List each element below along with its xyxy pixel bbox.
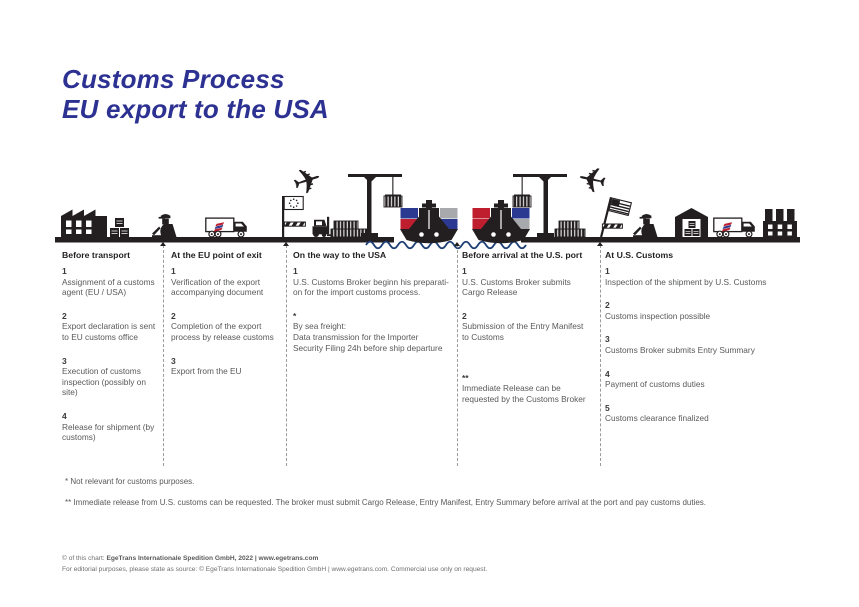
- step-number: 5: [605, 402, 610, 413]
- warehouse-icon: [675, 208, 708, 237]
- title-line1: Customs Process: [62, 64, 285, 94]
- step-text: Assignment of a customs agent (EU / USA): [62, 276, 155, 298]
- column-eu-point-of-exit: At the EU point of exit 1 Verification o…: [171, 250, 283, 390]
- credits-company: EgeTrans Internationale Spedition GmbH, …: [106, 555, 319, 562]
- step-number: *: [293, 310, 297, 321]
- credits-line2: For editorial purposes, please state as …: [62, 565, 488, 573]
- eu-flag-icon: [282, 195, 306, 237]
- step-number: 2: [462, 310, 467, 321]
- transport-illustration: ✈: [55, 168, 800, 250]
- step-text: Export declaration is sent to EU customs…: [62, 321, 156, 342]
- title-line2: EU export to the USA: [62, 94, 329, 124]
- customs-officer-icon: [152, 214, 177, 237]
- pier-left: [55, 237, 394, 243]
- step: 3 Customs Broker submits Entry Summary: [605, 334, 800, 355]
- footnote-asterisk: * Not relevant for customs purposes.: [65, 477, 195, 486]
- step-number: 1: [462, 266, 467, 276]
- step-text: Submission of the Entry Manifest to Cust…: [462, 321, 584, 342]
- step-text: Export from the EU: [171, 366, 242, 377]
- column-separator: [283, 242, 289, 466]
- step: 1 Verification of the export accompanyin…: [171, 266, 283, 298]
- step-number: 1: [171, 266, 176, 276]
- column-on-the-way: On the way to the USA 1 U.S. Customs Bro…: [293, 250, 453, 366]
- step: 1 Inspection of the shipment by U.S. Cus…: [605, 266, 800, 287]
- column-header: At the EU point of exit: [171, 250, 262, 260]
- step: 4 Release for shipment (by customs): [62, 411, 164, 443]
- truck-icon: [205, 217, 248, 238]
- step-number: 2: [605, 300, 610, 311]
- column-header: Before arrival at the U.S. port: [462, 250, 583, 260]
- airplane-icon: ✈: [573, 168, 610, 204]
- step-number: 1: [605, 266, 610, 276]
- column-separator: [160, 242, 166, 466]
- column-before-transport: Before transport 1 Assignment of a custo…: [62, 250, 164, 456]
- step-text: Customs clearance finalized: [605, 413, 709, 424]
- step: 3 Execution of customs inspection (possi…: [62, 356, 164, 398]
- step-text: Immediate Release can be requested by th…: [462, 383, 586, 404]
- step-number: 3: [62, 355, 67, 366]
- step-number: 2: [171, 310, 176, 321]
- barrier-icon: [601, 223, 623, 229]
- step-number: **: [462, 372, 469, 383]
- step: * By sea freight: Data transmission for …: [293, 311, 453, 353]
- cargo-ship-icon: [472, 200, 530, 244]
- credits-line1: © of this chart: EgeTrans Internationale…: [62, 554, 487, 565]
- crates-icon: [110, 218, 129, 237]
- step: 1 U.S. Customs Broker beginn his prepara…: [293, 266, 453, 298]
- step-number: 2: [62, 310, 67, 321]
- container-stack-icon: [554, 220, 586, 238]
- step-number: 4: [605, 368, 610, 379]
- step: 2 Export declaration is sent to EU custo…: [62, 311, 164, 343]
- column-separator: [597, 242, 603, 466]
- barrier-icon: [283, 221, 306, 227]
- factory-icon: [763, 209, 797, 237]
- step: ** Immediate Release can be requested by…: [462, 373, 596, 405]
- step-text: Verification of the export accompanying …: [171, 276, 264, 298]
- step-number: 4: [62, 410, 67, 421]
- step-text: By sea freight: Data transmission for th…: [293, 321, 443, 353]
- column-separator: [454, 242, 460, 466]
- step-number: 1: [62, 266, 67, 276]
- factory-icon: [61, 209, 107, 237]
- step: 2 Completion of the export process by re…: [171, 311, 283, 343]
- customs-officer-icon: [633, 214, 658, 237]
- crane-icon: [348, 174, 403, 237]
- forklift-icon: [312, 216, 335, 237]
- step-number: 1: [293, 266, 298, 276]
- step-number: 3: [605, 334, 610, 345]
- pier-right: [521, 237, 800, 243]
- credits-prefix: © of this chart:: [62, 555, 107, 562]
- step: 2 Customs inspection possible: [605, 300, 800, 321]
- cargo-ship-icon: [400, 200, 458, 244]
- step: 5 Customs clearance finalized: [605, 403, 800, 424]
- step-text: Completion of the export process by rele…: [171, 321, 274, 342]
- step-text: Customs Broker submits Entry Summary: [605, 344, 755, 355]
- step-number: 3: [171, 355, 176, 366]
- column-header: On the way to the USA: [293, 250, 387, 260]
- us-flag-icon: [600, 196, 633, 238]
- crane-icon: [512, 174, 567, 237]
- column-header: Before transport: [62, 250, 131, 260]
- step: 1 U.S. Customs Broker submits Cargo Rele…: [462, 266, 596, 298]
- step-text: U.S. Customs Broker submits Cargo Releas…: [462, 276, 571, 298]
- column-header: At U.S. Customs: [605, 250, 674, 260]
- truck-icon: [713, 217, 756, 238]
- column-at-us-customs: At U.S. Customs 1 Inspection of the ship…: [605, 250, 800, 437]
- step: 1 Assignment of a customs agent (EU / US…: [62, 266, 164, 298]
- column-before-arrival-us-port: Before arrival at the U.S. port 1 U.S. C…: [462, 250, 596, 417]
- step-text: Inspection of the shipment by U.S. Custo…: [605, 276, 767, 287]
- credits: © of this chart: EgeTrans Internationale…: [62, 554, 487, 575]
- step-text: Customs inspection possible: [605, 310, 711, 321]
- step-text: Release for shipment (by customs): [62, 421, 155, 443]
- step-text: Payment of customs duties: [605, 379, 705, 390]
- step-text: Execution of customs inspection (possibl…: [62, 366, 146, 398]
- step: 4 Payment of customs duties: [605, 369, 800, 390]
- step: 2 Submission of the Entry Manifest to Cu…: [462, 311, 596, 343]
- step: 3 Export from the EU: [171, 356, 283, 377]
- page-title: Customs Process EU export to the USA: [62, 64, 329, 124]
- step-text: U.S. Customs Broker beginn his preparati…: [293, 276, 449, 298]
- footnote-double-asterisk: ** Immediate release from U.S. customs c…: [65, 498, 707, 507]
